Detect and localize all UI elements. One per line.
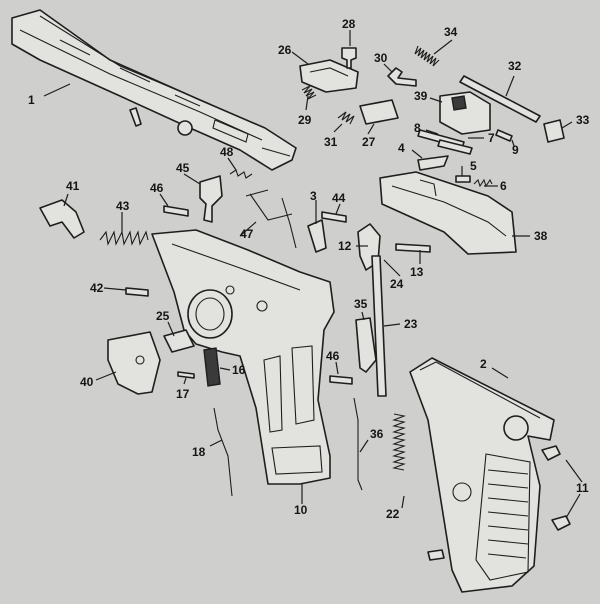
part-label: 46	[326, 349, 340, 363]
part-label: 38	[534, 229, 548, 243]
part-label: 40	[80, 375, 94, 389]
part-label: 31	[324, 135, 338, 149]
part-screw-11-c	[427, 549, 445, 561]
part-label: 28	[342, 17, 356, 31]
part-plate-33	[543, 119, 565, 143]
part-pins-7-8	[417, 129, 473, 155]
part-pin-17	[177, 371, 195, 379]
part-spring-36	[353, 397, 363, 491]
part-label: 24	[390, 277, 404, 291]
part-pin-5	[455, 175, 471, 183]
part-trigger-45	[199, 175, 223, 223]
part-plate-27	[359, 99, 399, 125]
part-label: 2	[480, 357, 487, 371]
part-label: 4	[398, 141, 405, 155]
part-label: 44	[332, 191, 346, 205]
part-pin-13	[395, 243, 431, 253]
part-label: 7	[488, 131, 495, 145]
part-label: 13	[410, 265, 424, 279]
part-grip-2	[409, 357, 555, 593]
part-block-39	[439, 91, 491, 135]
part-labels: 1 2 3 4 5 6 7 8 9 10 11 12 13 16 17 18 2…	[28, 17, 590, 521]
part-spring-29	[301, 85, 317, 100]
part-spring-47	[245, 189, 297, 249]
part-label: 36	[370, 427, 384, 441]
part-label: 11	[576, 481, 589, 495]
part-label: 30	[374, 51, 388, 65]
part-label: 42	[90, 281, 104, 295]
part-screw-11-b	[551, 515, 571, 531]
part-spring-18	[213, 407, 233, 497]
part-screw-11-a	[541, 445, 561, 461]
part-label: 48	[220, 145, 234, 159]
part-label: 16	[232, 363, 246, 377]
part-pin-42	[125, 287, 149, 297]
part-label: 6	[500, 179, 507, 193]
part-lever-3	[307, 219, 327, 253]
part-label: 47	[240, 227, 254, 241]
part-label: 1	[28, 93, 35, 107]
part-spring-48	[229, 169, 253, 179]
leader-lines	[43, 30, 583, 519]
part-label: 8	[414, 121, 421, 135]
part-block-25	[163, 329, 195, 353]
part-label: 18	[192, 445, 206, 459]
part-hammer-41	[39, 199, 85, 239]
part-bar-23	[371, 255, 387, 397]
part-label: 29	[298, 113, 312, 127]
part-label: 9	[512, 143, 519, 157]
part-frame-10	[151, 229, 335, 485]
part-label: 12	[338, 239, 352, 253]
part-plate-40	[107, 331, 161, 395]
part-lever-4	[417, 155, 449, 171]
part-label: 26	[278, 43, 292, 57]
part-label: 3	[310, 189, 317, 203]
part-spring-22	[392, 413, 406, 471]
part-label: 39	[414, 89, 428, 103]
part-spring-43	[99, 230, 149, 246]
part-rear-sight	[299, 59, 359, 93]
part-spring-31	[337, 111, 355, 125]
part-label: 22	[386, 507, 400, 521]
part-pin-30	[387, 67, 417, 87]
part-label: 10	[294, 503, 308, 517]
part-sight-screw	[341, 47, 357, 69]
part-lever-35	[355, 317, 377, 373]
part-label: 34	[444, 25, 458, 39]
part-label: 45	[176, 161, 190, 175]
part-pin-9	[495, 129, 513, 142]
part-label: 5	[470, 159, 477, 173]
part-spring-16	[203, 347, 221, 387]
part-pin-46-upper	[163, 205, 189, 217]
part-label: 33	[576, 113, 590, 127]
part-label: 35	[354, 297, 368, 311]
part-label: 43	[116, 199, 130, 213]
part-label: 17	[176, 387, 190, 401]
part-label: 27	[362, 135, 376, 149]
part-spring-6	[473, 178, 493, 188]
part-pin-44	[321, 211, 347, 223]
part-label: 23	[404, 317, 418, 331]
part-slide	[11, 9, 297, 171]
part-spring-34	[414, 45, 440, 67]
part-guide-rod-32	[459, 75, 541, 123]
part-label: 32	[508, 59, 522, 73]
part-pin-46-lower	[329, 375, 353, 385]
part-magazine-38	[379, 171, 517, 255]
part-label: 41	[66, 179, 80, 193]
part-label: 46	[150, 181, 164, 195]
part-label: 25	[156, 309, 170, 323]
